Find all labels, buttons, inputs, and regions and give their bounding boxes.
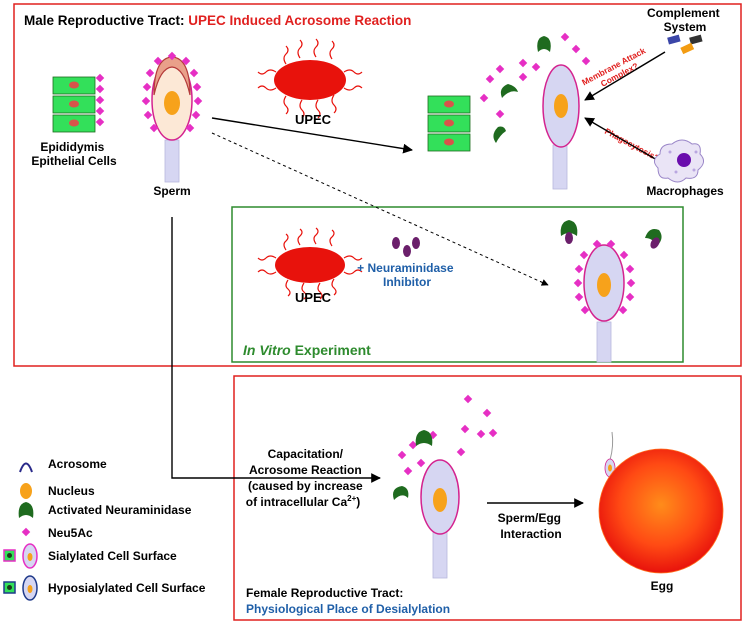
complement-label: Complement System <box>647 6 723 34</box>
arrow-sperm-to-female-tract <box>171 217 381 483</box>
arrow-complement-to-sperm <box>584 51 666 101</box>
female-tract-subtitle: Physiological Place of Desialylation <box>246 602 450 616</box>
macrophages-label: Macrophages <box>646 184 724 198</box>
legend-neu5ac-icon <box>21 527 31 537</box>
membrane-attack-label: Membrane Attack Complex? <box>580 44 654 96</box>
activated-neuraminidase-female <box>393 430 433 500</box>
legend-sialylated-icon <box>3 543 38 569</box>
upec-top-label: UPEC <box>295 112 332 127</box>
epididymis-epithelial-cells <box>52 73 105 133</box>
legend-hyposialylated-label: Hyposialylated Cell Surface <box>48 581 206 595</box>
invitro-caption: In Vitro Experiment <box>243 342 371 358</box>
legend-neuraminidase-icon <box>18 502 34 518</box>
legend-acrosome-icon <box>19 462 33 473</box>
male-panel-title: Male Reproductive Tract: UPEC Induced Ac… <box>24 13 411 28</box>
legend: Acrosome Nucleus Activated Neuraminidase… <box>3 457 206 601</box>
legend-nucleus-label: Nucleus <box>48 484 95 498</box>
sperm-label: Sperm <box>153 184 190 198</box>
in-vitro-panel <box>231 206 684 363</box>
sperm-egg-interaction-label: Sperm/Egg Interaction <box>498 511 565 541</box>
epididymis-label: Epididymis Epithelial Cells <box>31 140 117 168</box>
female-tract-title: Female Reproductive Tract: <box>246 586 403 600</box>
epithelial-cells-middle <box>427 95 471 152</box>
macrophage-icon <box>654 139 704 183</box>
protected-sperm-invitro <box>573 239 636 363</box>
egg-label: Egg <box>651 579 674 593</box>
legend-nucleus-icon <box>20 483 32 499</box>
arrow-macrophage-to-sperm <box>584 117 658 161</box>
upec-bacterium-invitro <box>257 227 363 300</box>
legend-hyposialylated-icon <box>3 575 38 601</box>
legend-neuraminidase-label: Activated Neuraminidase <box>48 503 192 517</box>
neuraminidase-inhibitor-icon <box>392 237 420 257</box>
dashed-arrow-to-invitro <box>211 132 549 286</box>
female-tract-panel <box>233 375 742 621</box>
complement-proteins-icon <box>667 34 703 55</box>
released-neu5ac-female <box>397 394 498 476</box>
upec-invitro-label: UPEC <box>295 290 332 305</box>
hyposialylated-sperm-top <box>542 64 580 190</box>
capacitated-sperm <box>420 459 460 579</box>
legend-neu5ac-label: Neu5Ac <box>48 526 93 540</box>
inhibitor-label: + Neuraminidase Inhibitor <box>357 261 457 289</box>
arrow-sperm-to-reacted <box>211 117 413 154</box>
upec-bacterium-top <box>257 38 363 119</box>
capacitation-label: Capacitation/ Acrosome Reaction (caused … <box>246 447 366 509</box>
inhibited-neuraminidase <box>560 220 662 249</box>
sialylated-sperm <box>141 51 203 183</box>
legend-sialylated-label: Sialylated Cell Surface <box>48 549 177 563</box>
activated-neuraminidase-top <box>493 36 551 143</box>
male-tract-panel <box>13 3 742 367</box>
legend-acrosome-label: Acrosome <box>48 457 107 471</box>
egg-with-sperm <box>598 431 724 574</box>
